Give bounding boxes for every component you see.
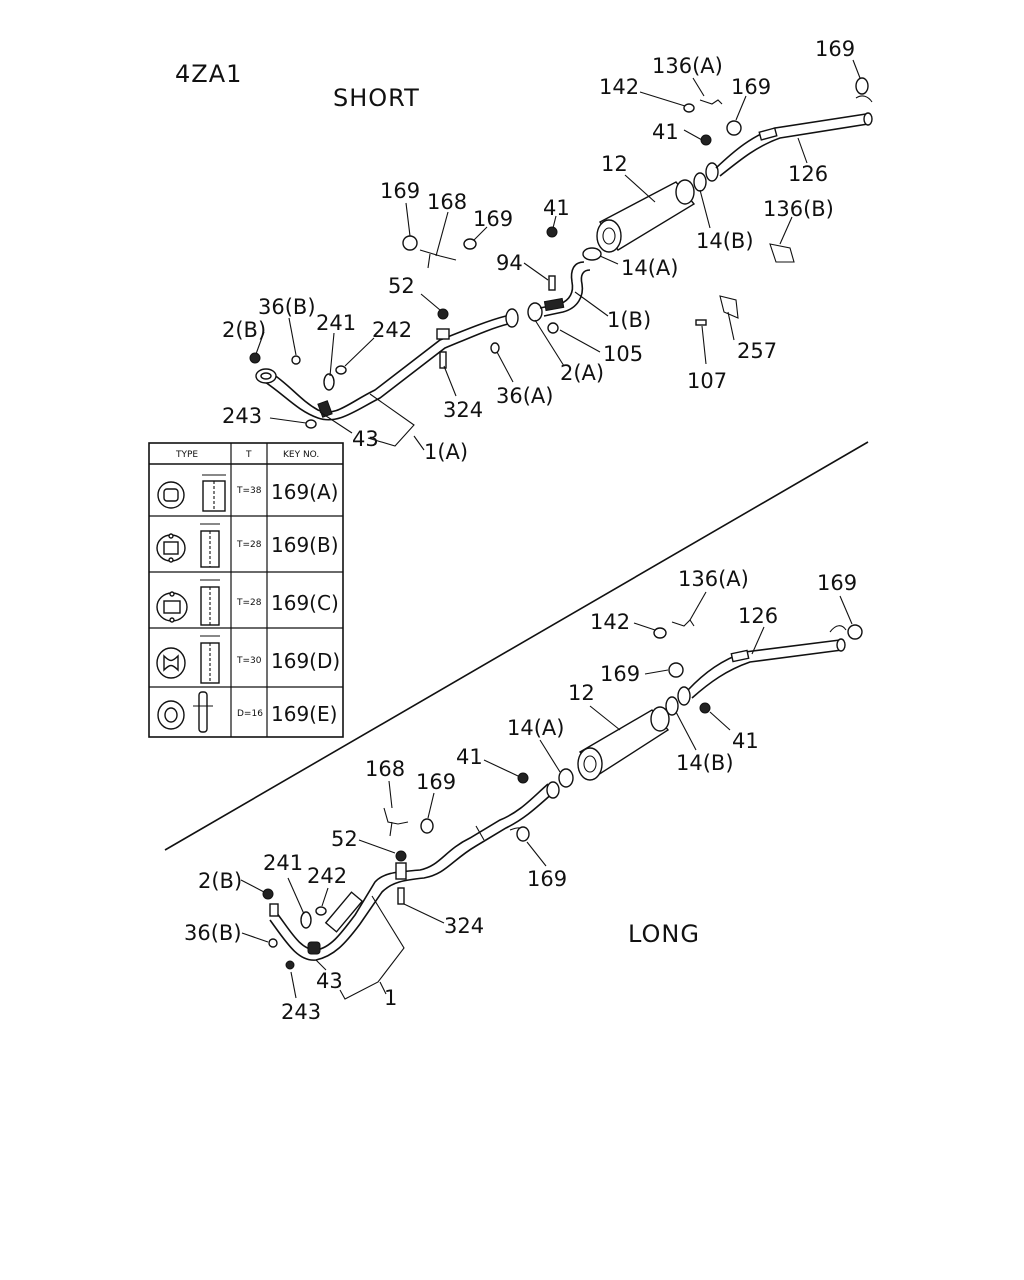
part-label: 169 — [815, 37, 855, 61]
part-label: 2(B) — [222, 318, 266, 342]
short-leaders — [255, 59, 861, 451]
part-label: 52 — [331, 827, 358, 851]
long-leaders — [240, 591, 853, 1000]
part-label: 241 — [316, 311, 356, 335]
part-label: 242 — [307, 864, 347, 888]
part-label: 1(B) — [607, 308, 651, 332]
table-header-key: KEY NO. — [283, 450, 319, 460]
part-label: 14(A) — [621, 256, 678, 280]
damper-type-table: TYPE T KEY NO. — [148, 442, 344, 738]
table-header-t: T — [245, 450, 252, 460]
part-label: 43 — [316, 969, 343, 993]
short-assembly — [249, 77, 873, 429]
part-label: 1 — [384, 986, 397, 1010]
row-key-no: 169(E) — [271, 702, 337, 726]
short-title: SHORT — [333, 84, 420, 112]
damper-type-c-icon — [156, 579, 220, 626]
part-label: 142 — [590, 610, 630, 634]
short-part-labels: 169 136(A) 142 169 41 126 12 136(B) 14(B… — [222, 37, 855, 464]
part-label: 12 — [568, 681, 595, 705]
part-label: 243 — [222, 404, 262, 428]
section-divider — [164, 441, 869, 851]
row-t-value: T=28 — [236, 598, 262, 608]
part-label: 142 — [599, 75, 639, 99]
part-label: 36(B) — [258, 295, 316, 319]
row-key-no: 169(C) — [271, 591, 339, 615]
part-label: 52 — [388, 274, 415, 298]
row-t-value: D=16 — [237, 709, 263, 719]
part-label: 14(B) — [696, 229, 754, 253]
row-key-no: 169(B) — [271, 533, 339, 557]
part-label: 41 — [732, 729, 759, 753]
part-label: 243 — [281, 1000, 321, 1024]
part-label: 168 — [427, 190, 467, 214]
part-label: 169 — [600, 662, 640, 686]
part-label: 36(B) — [184, 921, 242, 945]
table-header-type: TYPE — [175, 450, 198, 460]
part-label: 136(B) — [763, 197, 834, 221]
part-label: 43 — [352, 427, 379, 451]
part-label: 2(A) — [560, 361, 604, 385]
row-t-value: T=28 — [236, 540, 262, 550]
part-label: 41 — [652, 120, 679, 144]
part-label: 169 — [731, 75, 771, 99]
part-label: 41 — [456, 745, 483, 769]
row-key-no: 169(D) — [271, 649, 340, 673]
part-label: 126 — [738, 604, 778, 628]
model-code: 4ZA1 — [175, 60, 242, 88]
part-label: 242 — [372, 318, 412, 342]
row-key-no: 169(A) — [271, 480, 338, 504]
part-label: 169 — [473, 207, 513, 231]
part-label: 14(B) — [676, 751, 734, 775]
part-label: 126 — [788, 162, 828, 186]
long-title: LONG — [628, 920, 700, 948]
part-label: 136(A) — [678, 567, 749, 591]
part-label: 257 — [737, 339, 777, 363]
row-t-value: T=30 — [236, 656, 262, 666]
part-label: 94 — [496, 251, 523, 275]
part-label: 324 — [443, 398, 483, 422]
part-label: 41 — [543, 196, 570, 220]
damper-type-b-icon — [156, 523, 220, 568]
part-label: 324 — [444, 914, 484, 938]
part-label: 169 — [380, 179, 420, 203]
damper-type-e-icon — [157, 691, 213, 733]
part-label: 14(A) — [507, 716, 564, 740]
part-label: 169 — [527, 867, 567, 891]
damper-type-d-icon — [156, 635, 220, 684]
part-label: 241 — [263, 851, 303, 875]
part-label: 169 — [817, 571, 857, 595]
part-label: 169 — [416, 770, 456, 794]
long-assembly — [262, 619, 863, 970]
long-part-labels: 136(A) 169 142 126 169 12 41 14(B) 14(A)… — [184, 567, 857, 1024]
part-label: 12 — [601, 152, 628, 176]
part-label: 107 — [687, 369, 727, 393]
part-label: 168 — [365, 757, 405, 781]
part-label: 136(A) — [652, 54, 723, 78]
part-label: 1(A) — [424, 440, 468, 464]
damper-type-a-icon — [157, 474, 226, 512]
row-t-value: T=38 — [236, 486, 262, 496]
part-label: 36(A) — [496, 384, 553, 408]
part-label: 105 — [603, 342, 643, 366]
part-label: 2(B) — [198, 869, 242, 893]
